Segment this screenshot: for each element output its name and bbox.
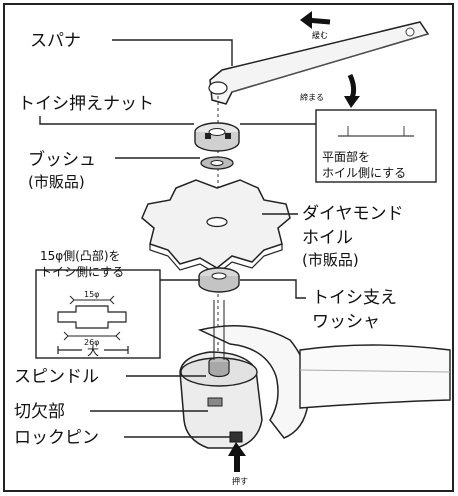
flat-side-note-line1: 平面部を: [322, 149, 370, 164]
tighten-arrow: [344, 73, 360, 108]
spanner-leader: [112, 39, 233, 66]
nut-illustration: [194, 122, 240, 152]
washer-dim-small: 15φ: [84, 290, 99, 299]
spanner-illustration: [208, 21, 430, 105]
spanner-label: スパナ: [30, 31, 81, 51]
bush-label: ブッシュ: [28, 149, 96, 170]
wheel-label-line3: (市販品): [302, 251, 359, 269]
tighten-label: 締まる: [300, 92, 324, 102]
washer-illustration: [198, 267, 240, 293]
spindle-label: スピンドル: [14, 367, 99, 387]
wheel-label-line2: ホイル: [302, 228, 353, 248]
loosen-arrow: [300, 11, 331, 29]
flat-side-note-line2: ホイル側にする: [322, 166, 406, 180]
wheel-label-line1: ダイヤモンド: [302, 204, 404, 224]
grinder-body-illustration: [179, 300, 451, 449]
nut-leader: [39, 116, 194, 125]
washer-size-label: 大: [87, 344, 99, 358]
washer-leader: [240, 279, 306, 299]
lockpin-label: ロックピン: [14, 428, 99, 448]
loosen-label: 緩む: [312, 30, 328, 40]
press-arrow: [228, 442, 246, 472]
press-label: 押す: [232, 476, 248, 486]
flat-side-callout-box: [315, 109, 437, 183]
diamond-wheel-illustration: [141, 179, 291, 275]
bush-illustration: [200, 156, 234, 170]
nut-label: トイシ押えナット: [18, 94, 154, 114]
washer-orientation-callout-box: [35, 269, 161, 359]
washer-label-line1: トイシ支え: [312, 288, 397, 308]
bush-note: (市販品): [28, 173, 85, 191]
washer-dim-large: 26φ: [84, 338, 99, 347]
washer-note-line1: 15φ側(凸部)を: [40, 248, 121, 263]
washer-label-line2: ワッシャ: [312, 312, 380, 332]
washer-note-line2: トイシ側にする: [40, 265, 124, 279]
notch-label: 切欠部: [14, 402, 65, 422]
